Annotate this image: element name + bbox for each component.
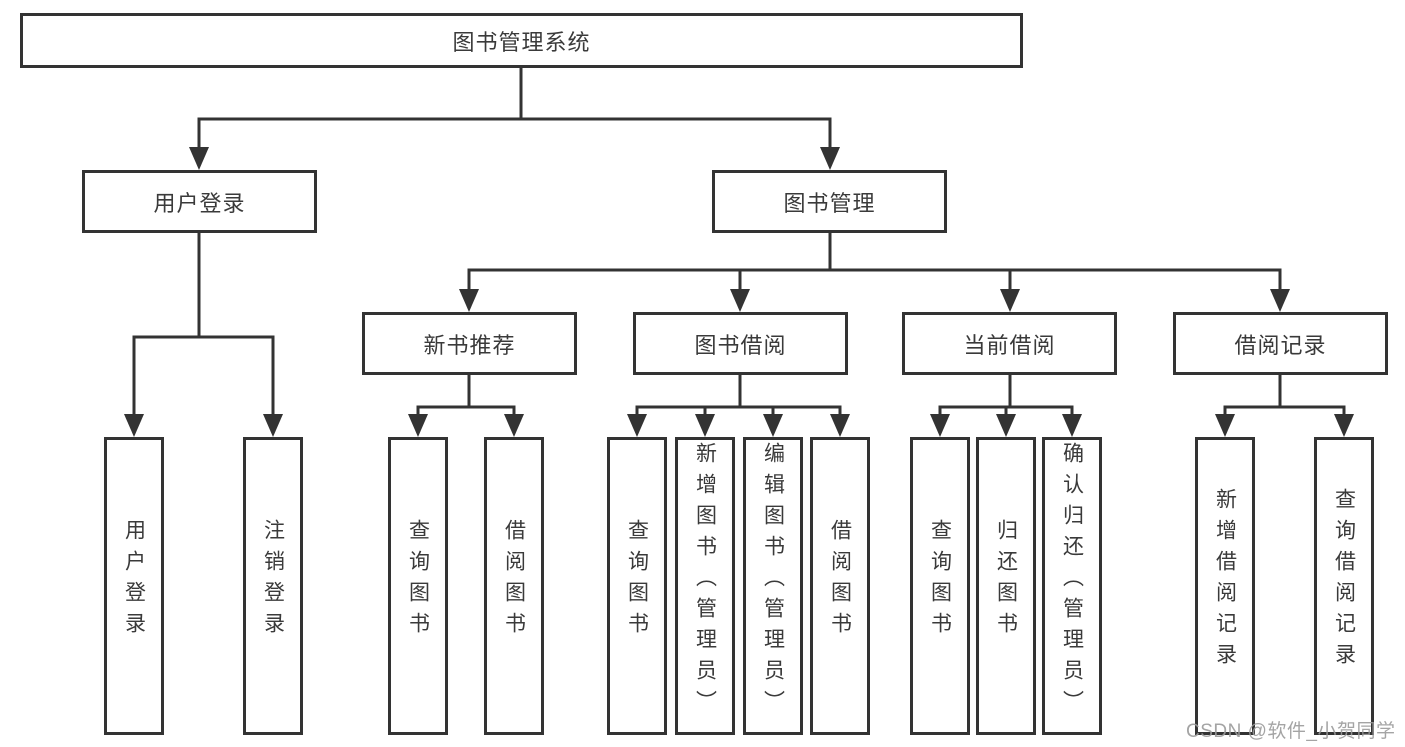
leaf-label: 借阅图书	[502, 519, 526, 643]
leaf-query-book-current: 查询图书	[910, 437, 970, 735]
leaf-label: 新增图书（管理员）	[693, 441, 717, 721]
connector-root-to-level2	[197, 66, 832, 152]
connector-bookborrow-to-leaves	[635, 373, 842, 419]
connector-borrowrecord-to-leaves	[1223, 373, 1346, 419]
leaf-confirm-return-admin: 确认归还（管理员）	[1042, 437, 1102, 735]
leaf-borrow-book: 借阅图书	[810, 437, 870, 735]
leaf-label: 用户登录	[122, 519, 146, 643]
leaf-label: 查询借阅记录	[1332, 488, 1356, 674]
node-new-book-recommend: 新书推荐	[362, 312, 577, 375]
node-book-management: 图书管理	[712, 170, 947, 233]
leaf-label: 确认归还（管理员）	[1060, 441, 1084, 721]
leaf-return-book: 归还图书	[976, 437, 1036, 735]
watermark: CSDN @软件_小贺同学	[1186, 721, 1396, 742]
leaf-query-book-recommend: 查询图书	[388, 437, 448, 735]
leaf-query-borrow-record: 查询借阅记录	[1314, 437, 1374, 735]
leaf-label: 查询图书	[406, 519, 430, 643]
leaf-add-book-admin: 新增图书（管理员）	[675, 437, 735, 735]
leaf-label: 编辑图书（管理员）	[761, 441, 785, 721]
connector-bookmgmt-to-level3	[467, 231, 1282, 294]
leaf-edit-book-admin: 编辑图书（管理员）	[743, 437, 803, 735]
leaf-label: 借阅图书	[828, 519, 852, 643]
node-borrow-records: 借阅记录	[1173, 312, 1388, 375]
leaf-borrow-book-recommend: 借阅图书	[484, 437, 544, 735]
connector-currentborrow-to-leaves	[938, 373, 1074, 419]
leaf-user-login: 用户登录	[104, 437, 164, 735]
arrowheads	[124, 147, 1354, 437]
leaf-query-book-borrow: 查询图书	[607, 437, 667, 735]
leaf-label: 归还图书	[994, 519, 1018, 643]
leaf-label: 查询图书	[928, 519, 952, 643]
node-current-borrow: 当前借阅	[902, 312, 1117, 375]
leaf-label: 注销登录	[261, 519, 285, 643]
leaf-add-borrow-record: 新增借阅记录	[1195, 437, 1255, 735]
node-root: 图书管理系统	[20, 13, 1023, 68]
leaf-label: 查询图书	[625, 519, 649, 643]
leaf-logout: 注销登录	[243, 437, 303, 735]
node-book-borrow: 图书借阅	[633, 312, 848, 375]
connector-userlogin-to-leaves	[132, 231, 275, 419]
connector-newbook-to-leaves	[416, 373, 516, 419]
node-user-login: 用户登录	[82, 170, 317, 233]
leaf-label: 新增借阅记录	[1213, 488, 1237, 674]
